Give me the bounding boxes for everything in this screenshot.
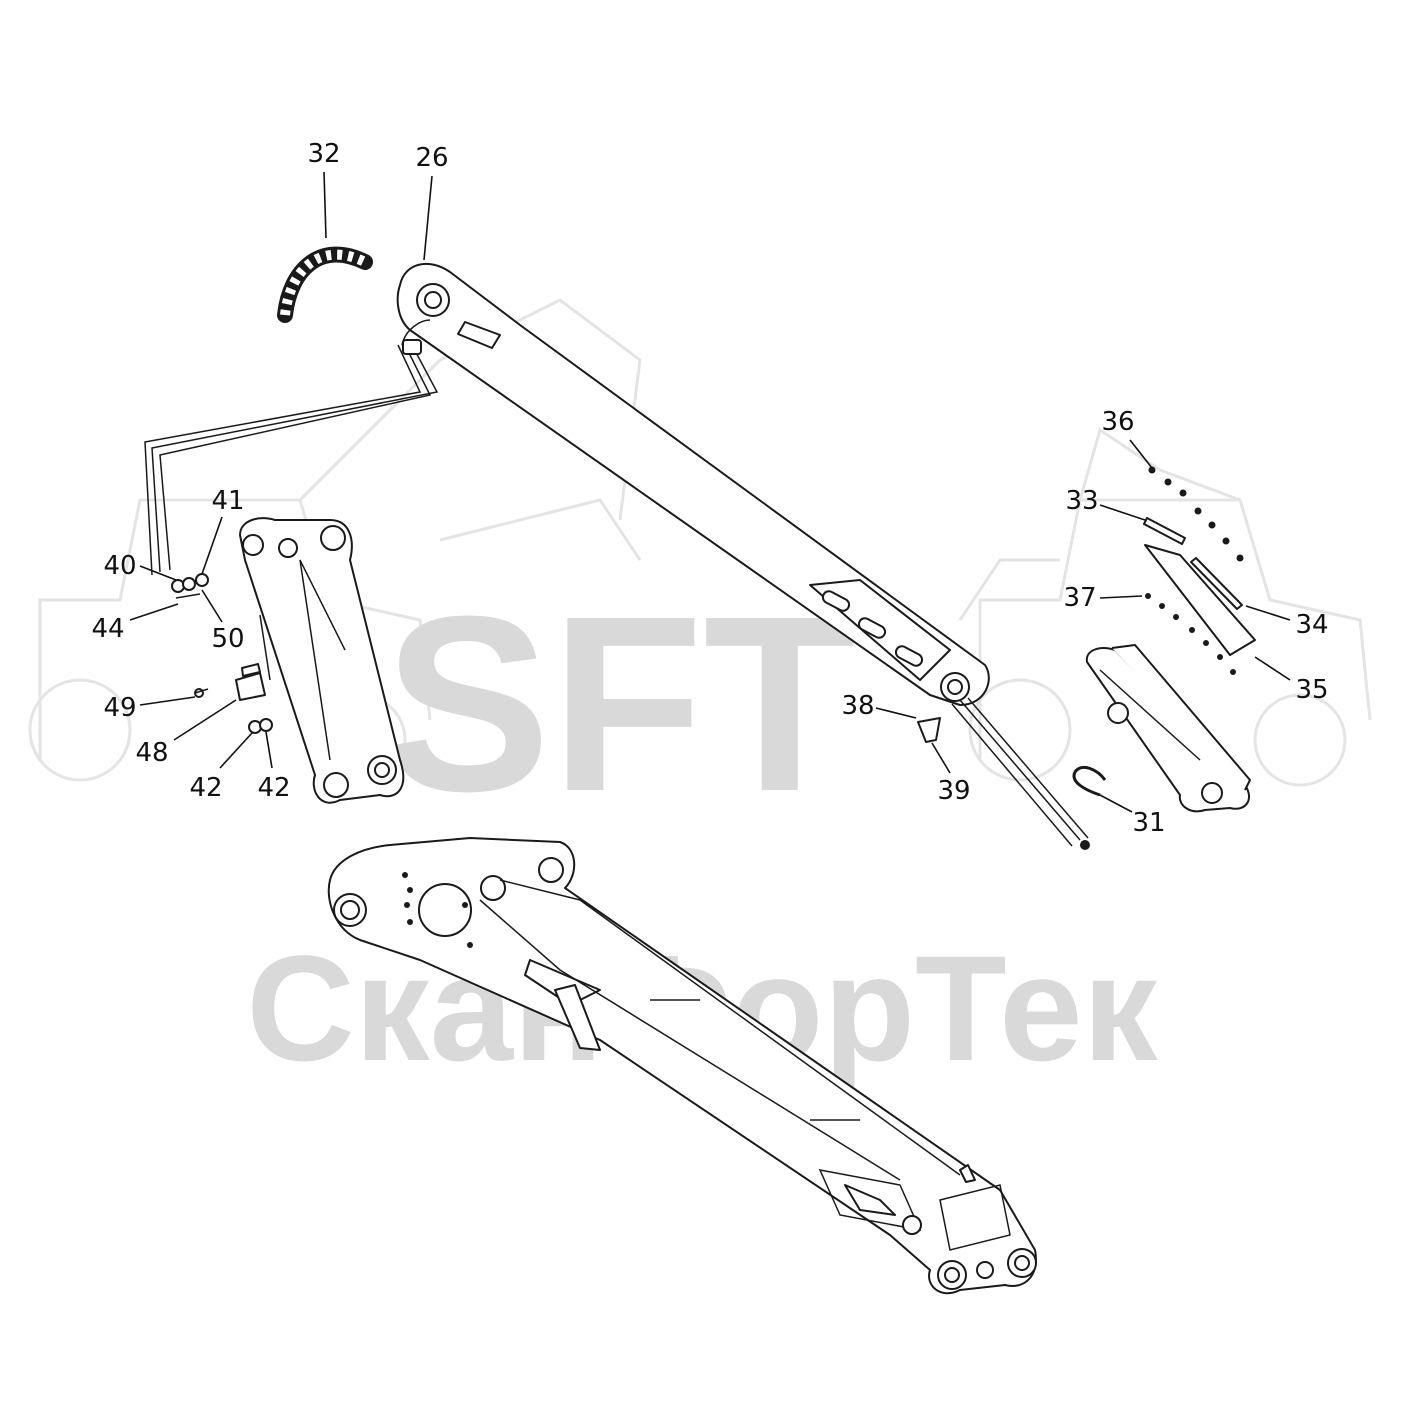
callout-34: 34: [1295, 610, 1328, 640]
leader-39: [931, 742, 951, 774]
callout-43: 42: [189, 773, 222, 803]
hydraulic-hoses: [144, 344, 439, 681]
callout-36: 36: [1101, 407, 1134, 437]
watermark-logo: SFT: [384, 564, 856, 843]
bracket-assembly-right: [1085, 466, 1256, 813]
main-boom: [327, 837, 1037, 1295]
leader-40: [139, 565, 177, 581]
leader-34: [1245, 605, 1291, 621]
leader-32: [323, 171, 327, 239]
callout-38: 38: [841, 691, 874, 721]
leader-35: [1254, 656, 1291, 681]
leader-48: [173, 699, 237, 741]
leader-lines: [129, 171, 1291, 813]
callout-37: 37: [1063, 583, 1096, 613]
leader-49: [139, 696, 196, 706]
callout-41: 41: [211, 486, 244, 516]
leader-26: [423, 175, 433, 261]
link-arm-left: [239, 517, 405, 804]
callout-44: 44: [91, 614, 124, 644]
callout-31: 31: [1132, 808, 1165, 838]
callout-48: 48: [135, 738, 168, 768]
dipper-arm-26: [396, 263, 1090, 850]
leader-41: [201, 516, 223, 575]
callout-49: 49: [103, 693, 136, 723]
hardware-cluster-lower: [194, 663, 273, 734]
hardware-cluster-upper: [171, 573, 209, 599]
hose-guard-spiral: [277, 246, 373, 323]
callout-39: 39: [937, 776, 970, 806]
leader-33: [1099, 504, 1146, 521]
leader-44: [129, 603, 179, 621]
callout-40: 40: [103, 551, 136, 581]
leader-50: [201, 589, 223, 623]
leader-42: [265, 731, 273, 769]
callout-32: 32: [307, 139, 340, 169]
callout-35: 35: [1295, 675, 1328, 705]
leader-31: [1099, 794, 1133, 813]
bolt-row-37: [1145, 593, 1236, 675]
callout-labels: 32 26 36 33 37 34 35 38 39 31 40 41 44 5…: [91, 139, 1328, 838]
callout-33: 33: [1065, 486, 1098, 516]
watermark-tractor-right: [958, 427, 1372, 787]
clip-38-39: [917, 717, 941, 743]
leader-37: [1099, 595, 1143, 599]
leader-36: [1129, 439, 1153, 469]
callout-42: 42: [257, 773, 290, 803]
bolt-row-36: [1148, 466, 1244, 562]
callout-26: 26: [415, 143, 448, 173]
callout-50: 50: [211, 624, 244, 654]
leader-38: [875, 707, 917, 719]
leader-43: [219, 732, 253, 769]
snap-ring-31: [1072, 766, 1107, 797]
